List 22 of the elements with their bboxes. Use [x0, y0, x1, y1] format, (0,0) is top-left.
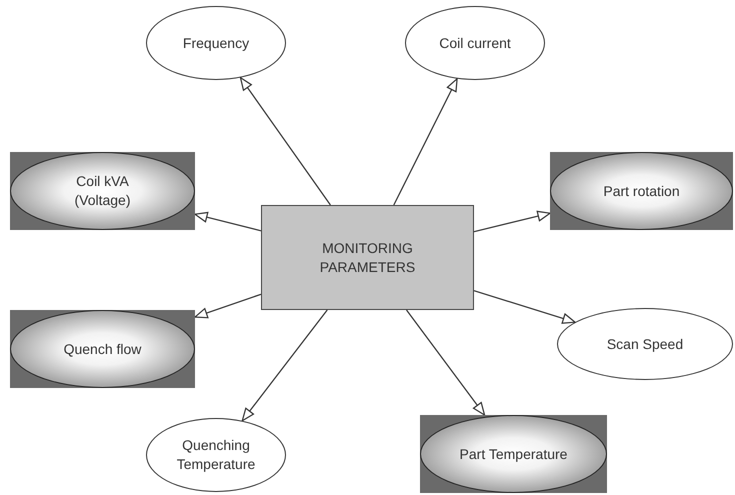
- shaded-ellipse-node: [420, 415, 607, 493]
- shaded-ellipse-node: [10, 310, 195, 388]
- node-label: Coil kVA (Voltage): [73, 172, 132, 210]
- arrow: [240, 77, 331, 206]
- arrow: [393, 78, 458, 206]
- node-label: Frequency: [182, 34, 250, 52]
- node-label: Coil current: [439, 34, 511, 52]
- node-label: Scan Speed: [606, 334, 684, 354]
- arrow: [474, 210, 551, 232]
- node-label: Quench flow: [64, 340, 142, 358]
- node-label: Part rotation: [603, 182, 680, 200]
- node-label: MONITORING PARAMETERS: [318, 238, 416, 276]
- arrow: [406, 310, 486, 416]
- central-box: [261, 205, 474, 310]
- node-label: Quenching Temperature: [176, 436, 256, 474]
- arrow: [474, 290, 576, 324]
- arrow: [194, 294, 262, 318]
- arrow: [242, 310, 328, 422]
- arrow: [194, 212, 262, 232]
- node-label: Part Temperature: [460, 444, 568, 464]
- shaded-ellipse-node: [10, 152, 195, 230]
- shaded-ellipse-node: [550, 152, 733, 230]
